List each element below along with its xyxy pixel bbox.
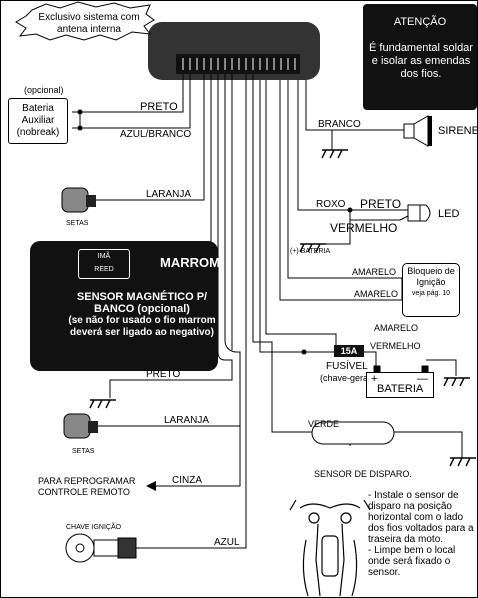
wire-amarelo-3	[265, 80, 337, 345]
connector-pins	[182, 58, 296, 70]
attention-title: ATENÇÃO	[393, 16, 447, 28]
wire-label-verde: VERDE	[308, 419, 340, 429]
junction-dots	[77, 109, 353, 355]
wire-label-vermelho-led: VERMELHO	[330, 221, 398, 235]
wire-laranja-top	[96, 74, 205, 201]
bloqueio-ref: veja pág. 10	[411, 290, 451, 297]
wire-label-amarelo-1: AMARELO	[352, 267, 397, 277]
wire-label-marrom: MARROM	[160, 255, 220, 270]
wire-label-preto-mid: PRETO	[146, 369, 181, 380]
turn-signal-bottom	[63, 413, 98, 439]
wire-label-amarelo-3: AMARELO	[374, 323, 419, 333]
magnetic-sensor-note: (se não for usado o fio marrom deverá se…	[68, 315, 216, 338]
wire-label-preto-led: PRETO	[360, 197, 402, 211]
wire-battery-neg	[426, 359, 457, 376]
battery-minus: —	[417, 373, 428, 385]
reed-label: REED	[94, 266, 114, 273]
bloqueio-title: Bloqueio de Ignição	[407, 266, 455, 287]
wire-azul	[136, 74, 247, 549]
wire-label-azul-branco: AZUL/BRANCO	[120, 129, 192, 140]
wire-label-amarelo-2: AMARELO	[354, 289, 399, 299]
wire-label-laranja-top: LARANJA	[146, 189, 192, 200]
fuse: 15A	[334, 345, 364, 357]
installation-instructions: - Instale o sensor de disparo na posição…	[368, 490, 478, 578]
antenna-cloud-label: Exclusivo sistema com antena interna	[38, 12, 140, 35]
module-connector	[176, 54, 300, 74]
reprogram-arrow	[146, 481, 156, 491]
wire-laranja-bottom	[98, 74, 241, 427]
reprogram-label: PARA REPROGRAMAR CONTROLE REMOTO	[38, 476, 136, 497]
setas-label-top: SETAS	[66, 220, 89, 227]
wire-roxo	[297, 80, 408, 211]
ignition-key	[65, 533, 137, 563]
sirene-label: SIRENE	[438, 125, 478, 137]
wire-vermelho-bat	[259, 80, 334, 353]
wire-label-cinza: CINZA	[172, 475, 202, 486]
sensor-disparo-label: SENSOR DE DISPARO.	[314, 469, 412, 479]
wire-azul-branco	[72, 74, 191, 129]
wire-label-branco: BRANCO	[318, 119, 361, 130]
instruction-item: - Limpe bem o local onde será fixado o s…	[368, 545, 456, 578]
wire-fuse-battery	[364, 351, 377, 370]
wire-amarelo-1	[287, 80, 402, 279]
fusivel-sub-label: (chave-geral)	[320, 373, 374, 383]
main-battery: + — BATERIA	[366, 372, 434, 398]
wire-branco	[305, 80, 404, 131]
siren	[403, 115, 432, 147]
wire-verde	[252, 74, 344, 433]
led-label: LED	[438, 208, 460, 220]
attention-body: É fundamental soldar e isolar as emendas…	[369, 42, 473, 80]
magnetic-sensor-box: IMÃ REED MARROM SENSOR MAGNÉTICO P/ BANC…	[30, 241, 220, 371]
aux-battery-optional: (opcional)	[24, 85, 64, 95]
wire-label-preto-top: PRETO	[140, 101, 178, 113]
battery-plus: +	[371, 373, 378, 385]
wire-sensor-ground	[394, 431, 463, 458]
setas-label-bottom: SETAS	[72, 448, 95, 455]
reed-switch: IMÃ REED	[78, 249, 130, 279]
trigger-sensor	[311, 421, 395, 445]
wire-cinza-down	[156, 352, 241, 487]
turn-signal-top	[61, 187, 96, 213]
wire-label-azul: AZUL	[214, 537, 240, 548]
antenna-cloud	[15, 1, 155, 41]
wire-amarelo-2	[279, 80, 402, 301]
instruction-item: - Instale o sensor de disparo na posição…	[368, 490, 474, 545]
wire-preto-mid	[109, 74, 233, 398]
fusivel-label: FUSÍVEL	[326, 361, 368, 372]
battery-label: BATERIA	[377, 383, 424, 395]
led	[407, 204, 431, 222]
wire-preto-top	[72, 74, 184, 113]
wire-label-vermelho-bat: VERMELHO	[370, 341, 421, 351]
attention-box: ATENÇÃO É fundamental soldar e isolar as…	[363, 4, 477, 110]
motorcycle-outline	[289, 499, 371, 597]
aux-battery: Bateria Auxiliar (nobreak)	[8, 98, 68, 144]
magnetic-sensor-title: SENSOR MAGNÉTICO P/ BANCO (opcional)	[76, 291, 208, 315]
wire-label-laranja-bottom: LARANJA	[164, 415, 210, 426]
wire-label-roxo: ROXO	[316, 199, 346, 210]
ima-label: IMÃ	[97, 253, 111, 260]
wire-led-preto	[318, 210, 351, 245]
wire-led-vermelho	[350, 215, 409, 221]
bateria-pos-label: (+) BATERIA	[290, 248, 331, 255]
chave-ignicao-label: CHAVE IGNIÇÃO	[66, 524, 122, 531]
ignition-block-box: Bloqueio de Ignição veja pág. 10	[402, 263, 460, 317]
